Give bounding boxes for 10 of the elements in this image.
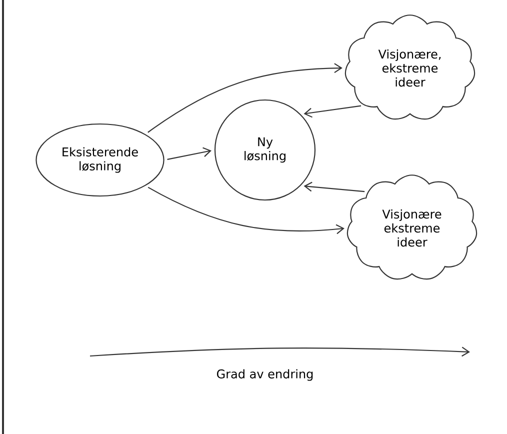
arrow (304, 105, 362, 118)
axis-label: Grad av endring (216, 369, 313, 381)
arrow (148, 186, 344, 234)
arrow (304, 182, 365, 192)
circle-node: Ny løsning (214, 99, 316, 201)
arrow (148, 63, 342, 133)
thought-cloud: Visjonære, ekstreme ideer (344, 14, 476, 120)
arrow (167, 147, 212, 160)
thought-cloud: Visjonære ekstreme ideer (346, 174, 478, 280)
ellipse-node: Eksisterende løsning (36, 123, 164, 197)
